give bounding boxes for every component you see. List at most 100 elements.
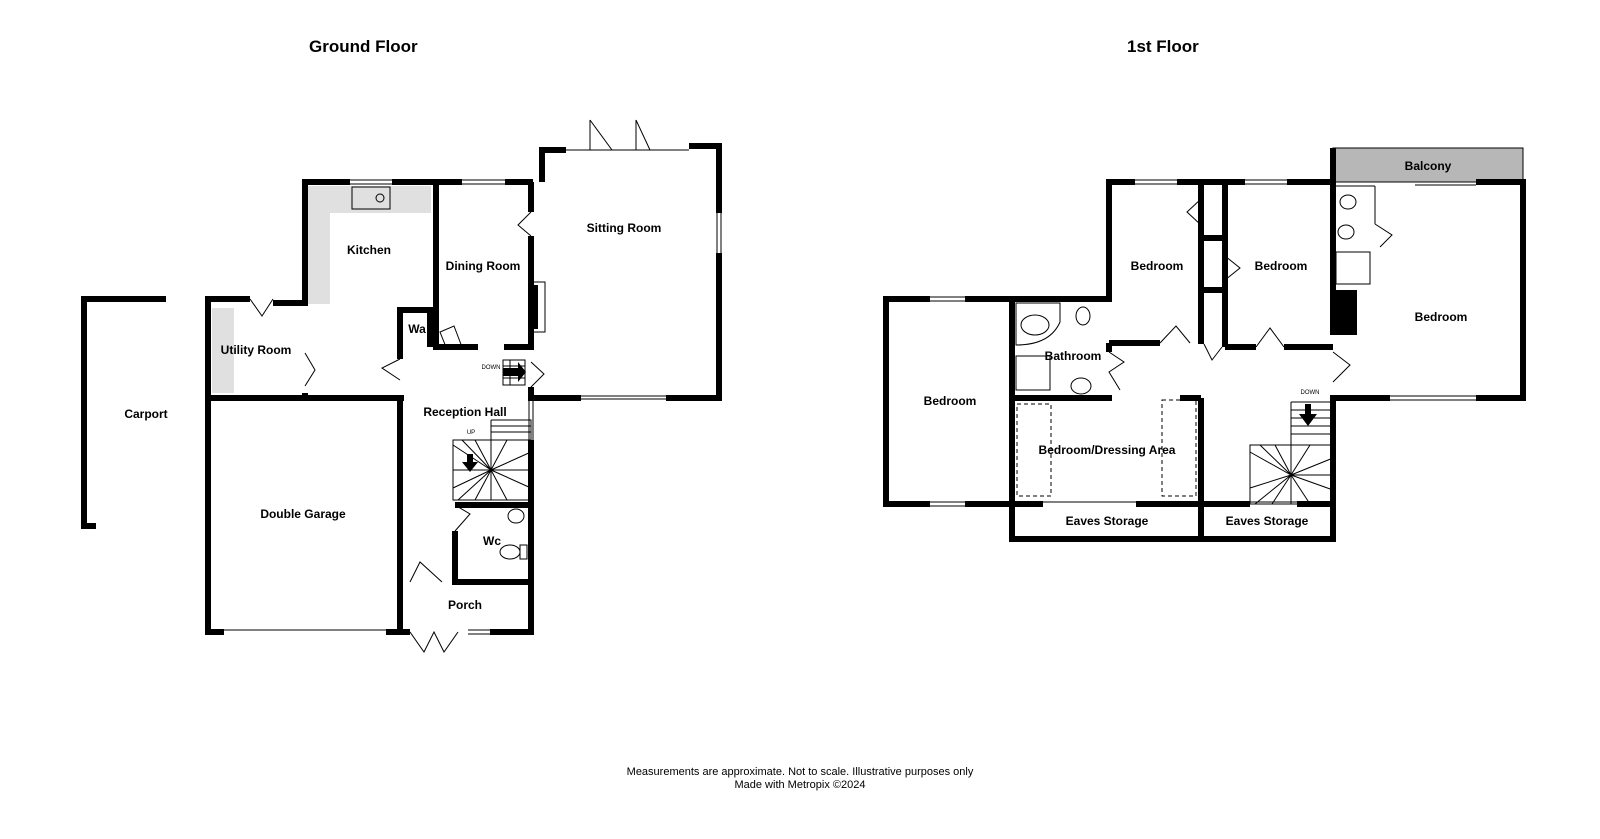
wc-cistern bbox=[519, 544, 528, 560]
bath-inner bbox=[1020, 314, 1050, 336]
ground-floor-title: Ground Floor bbox=[309, 37, 418, 56]
dining-top-wall bbox=[433, 182, 478, 350]
room-label-sitting: Sitting Room bbox=[587, 221, 662, 235]
dressing-wall bbox=[1009, 398, 1336, 542]
window-b2-top bbox=[1135, 179, 1177, 185]
door-b2 bbox=[1159, 325, 1191, 344]
ensuite-shower bbox=[1335, 251, 1371, 285]
wc-basin bbox=[507, 508, 525, 524]
window-bath bbox=[1043, 296, 1080, 302]
ensuite-toilet bbox=[1339, 194, 1357, 210]
door-b4 bbox=[1332, 351, 1351, 383]
room-label-bedroom-left: Bedroom bbox=[924, 394, 977, 408]
shower-tray bbox=[1015, 355, 1051, 391]
bedroom-right-bottom bbox=[1330, 395, 1390, 504]
door-cupboard2 bbox=[1224, 255, 1241, 281]
room-label-balcony: Balcony bbox=[1405, 159, 1452, 173]
first-stairs-down-label: DOWN bbox=[1301, 390, 1320, 396]
dining-right-lower bbox=[504, 236, 534, 350]
wc-window bbox=[478, 579, 505, 585]
down-arrow-icon bbox=[503, 362, 526, 382]
footer-disclaimer: Measurements are approximate. Not to sca… bbox=[626, 766, 974, 778]
sitting-room-bottom bbox=[528, 387, 581, 401]
window-b4-bottom bbox=[1390, 395, 1476, 401]
door-landing bbox=[1203, 343, 1223, 361]
bifold-door bbox=[566, 119, 689, 151]
bath-tub bbox=[1015, 302, 1061, 346]
window-b3-top bbox=[1245, 179, 1287, 185]
utility-garage-wall bbox=[205, 296, 250, 635]
dining-window bbox=[462, 179, 505, 185]
utility-door bbox=[249, 298, 274, 317]
room-label-porch: Porch bbox=[448, 598, 482, 612]
wc-toilet bbox=[499, 544, 521, 560]
room-label-bedroom-mid2: Bedroom bbox=[1255, 259, 1308, 273]
up-arrow-icon bbox=[462, 454, 478, 472]
room-label-utility: Utility Room bbox=[221, 343, 292, 357]
room-label-dining: Dining Room bbox=[446, 259, 521, 273]
door-bath bbox=[1108, 351, 1125, 391]
garage-side-window bbox=[205, 440, 211, 478]
first-floor-stairs bbox=[1249, 401, 1334, 505]
utility-kitchen-door bbox=[304, 352, 316, 387]
basin-1 bbox=[1070, 377, 1092, 395]
room-label-eaves2: Eaves Storage bbox=[1226, 514, 1309, 528]
porch-wall bbox=[397, 582, 410, 635]
fireplace-back bbox=[531, 285, 538, 329]
sitting-room-right-lower bbox=[666, 253, 722, 401]
carport-wall bbox=[81, 296, 166, 529]
first-floor-plan: Balcony Bedroom Bathroom Bedroom Bedroom… bbox=[883, 147, 1526, 542]
ground-floor-plan: Carport Utility Room Kitchen Dining Room… bbox=[81, 119, 722, 653]
room-label-eaves1: Eaves Storage bbox=[1066, 514, 1149, 528]
porch-window bbox=[468, 629, 490, 635]
sitting-dining-door bbox=[517, 211, 532, 237]
door-ensuite bbox=[1374, 223, 1393, 248]
wardrobe-1 bbox=[1016, 403, 1052, 497]
room-label-carport: Carport bbox=[124, 407, 167, 421]
stairs-up-label: UP bbox=[467, 430, 475, 436]
sitting-hall-door bbox=[530, 361, 545, 388]
first-floor-title: 1st Floor bbox=[1127, 37, 1199, 56]
chimney-block bbox=[1333, 290, 1357, 335]
wc-left-wall bbox=[452, 531, 531, 585]
wc-door bbox=[454, 504, 471, 532]
room-label-bedroom-mid1: Bedroom bbox=[1131, 259, 1184, 273]
sink-bowl bbox=[375, 193, 385, 203]
room-label-dressing: Bedroom/Dressing Area bbox=[1039, 443, 1176, 457]
porch-hall-door bbox=[409, 561, 443, 583]
kitchen-window bbox=[350, 179, 392, 185]
ensuite-basin bbox=[1337, 224, 1355, 240]
kitchen-sink bbox=[351, 186, 391, 210]
kitchen-side-window bbox=[302, 206, 308, 246]
footer-credit: Made with Metropix ©2024 bbox=[734, 779, 866, 791]
room-label-wc: Wc bbox=[483, 534, 501, 548]
footer-notes: Measurements are approximate. Not to sca… bbox=[0, 766, 1600, 792]
dining-hall-door bbox=[439, 325, 463, 348]
room-label-garage: Double Garage bbox=[260, 507, 346, 521]
kitchen-wall bbox=[273, 179, 350, 306]
toilet-1 bbox=[1075, 306, 1091, 326]
sitting-room-wall bbox=[539, 147, 566, 182]
utility-counter bbox=[212, 308, 234, 393]
room-label-bathroom: Bathroom bbox=[1045, 349, 1102, 363]
door-b3 bbox=[1255, 327, 1285, 348]
balcony-door bbox=[1415, 181, 1476, 186]
kitchen-counter bbox=[305, 186, 431, 304]
room-label-wa: Wa bbox=[408, 322, 426, 336]
window-sitting-right bbox=[716, 213, 722, 253]
wa-cupboard bbox=[397, 307, 433, 359]
bedroom-mid-outer bbox=[1106, 179, 1135, 299]
front-door bbox=[409, 630, 459, 653]
bedroom-right-wall bbox=[1476, 179, 1526, 401]
window-b2-side bbox=[1106, 210, 1112, 250]
balcony-area bbox=[1332, 147, 1524, 183]
stairs-up bbox=[452, 419, 532, 501]
stairs-down-label: DOWN bbox=[482, 365, 501, 371]
ensuite-wall bbox=[1336, 185, 1376, 224]
sitting-room-right bbox=[689, 143, 722, 213]
room-label-bedroom-right: Bedroom bbox=[1415, 310, 1468, 324]
wardrobe-2 bbox=[1161, 399, 1197, 497]
door-cupboard bbox=[1186, 198, 1202, 226]
room-label-kitchen: Kitchen bbox=[347, 243, 391, 257]
